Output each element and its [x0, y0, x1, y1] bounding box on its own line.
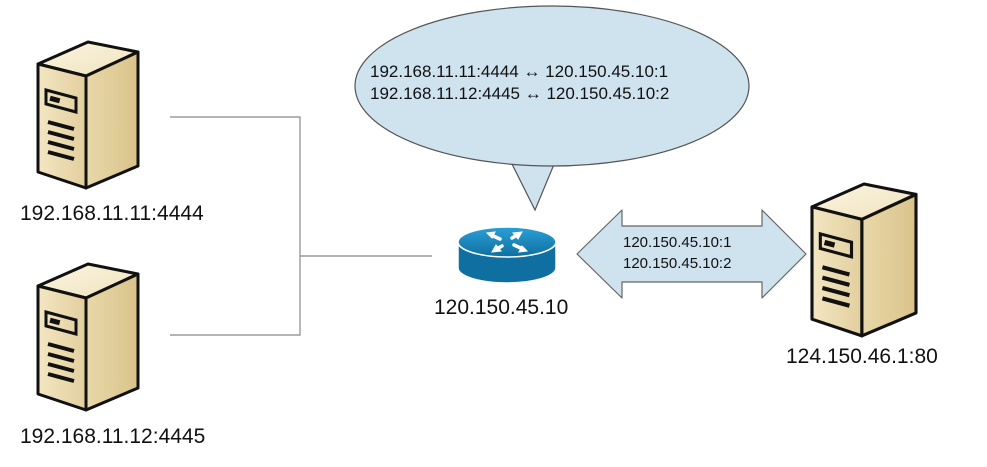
router-address-label: 120.150.45.10	[434, 296, 569, 319]
nat-mapping-row-1: 192.168.11.11:4444 ↔ 120.150.45.10:1	[370, 62, 669, 81]
network-wires	[170, 116, 432, 336]
destination-server-icon	[812, 184, 916, 336]
wire-client1	[170, 116, 301, 336]
client2-server-icon	[36, 262, 140, 412]
nat-mapping-row-2: 192.168.11.12:4445 ↔ 120.150.45.10:2	[370, 84, 670, 103]
link-port-row-2: 120.150.45.10:2	[623, 255, 732, 272]
router-icon	[457, 226, 557, 284]
nat-table-bubble	[354, 5, 750, 212]
link-port-row-1: 120.150.45.10:1	[623, 234, 732, 251]
client1-address-label: 192.168.11.11:4444	[20, 202, 204, 225]
bidirectional-link-arrow	[576, 209, 807, 299]
client2-address-label: 192.168.11.12:4445	[20, 425, 206, 448]
server-address-label: 124.150.46.1:80	[786, 345, 938, 368]
client1-server-icon	[36, 40, 140, 190]
